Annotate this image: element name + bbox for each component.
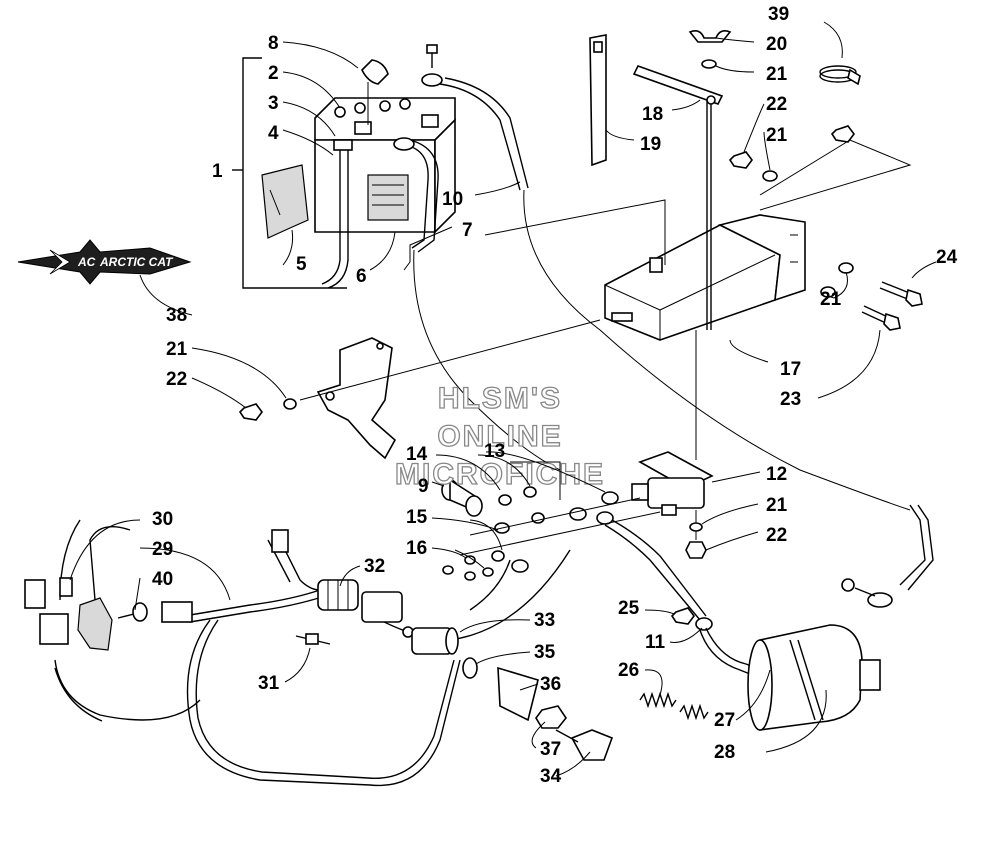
callout-21d: 21 — [166, 339, 188, 360]
callout-13: 13 — [484, 441, 505, 462]
callout-33: 33 — [534, 610, 555, 631]
nut — [728, 151, 753, 169]
callout-22a: 22 — [766, 94, 787, 115]
harness-plug — [317, 579, 414, 638]
washer — [838, 262, 854, 274]
callout-numbers: 1 2 3 4 5 6 7 8 9 10 11 12 13 14 15 16 1… — [152, 4, 958, 787]
callout-38: 38 — [166, 305, 187, 326]
callout-35: 35 — [534, 642, 556, 663]
mount-bracket — [299, 319, 601, 460]
watermark-line-1: HLSM'S — [438, 382, 562, 415]
callout-31: 31 — [258, 673, 280, 694]
starter-solenoid — [631, 330, 714, 540]
watermark: HLSM'S ONLINE MICROFICHE — [394, 381, 603, 491]
ignition-switch — [411, 627, 459, 655]
callout-39: 39 — [768, 4, 789, 25]
springs — [639, 691, 709, 721]
callout-22c: 22 — [766, 525, 787, 546]
switch-nut — [462, 657, 478, 679]
terminal-hardware — [442, 461, 661, 581]
nut — [685, 541, 707, 559]
ground-cable — [604, 519, 797, 691]
starter-motor — [747, 624, 881, 731]
callout-12: 12 — [766, 464, 787, 485]
battery — [314, 97, 456, 234]
callout-10: 10 — [442, 189, 463, 210]
ignition-key — [555, 729, 614, 761]
bolt-23 — [861, 305, 901, 331]
callout-21b: 21 — [766, 125, 788, 146]
callout-5: 5 — [296, 254, 307, 275]
relay-pad — [77, 597, 113, 651]
washer — [283, 398, 297, 410]
battery-tray — [604, 214, 806, 341]
arctic-cat-logo: AC ARCTIC CAT — [17, 239, 192, 285]
switch-collar — [535, 705, 567, 729]
callout-21e: 21 — [766, 495, 788, 516]
diode — [295, 633, 331, 645]
callout-18: 18 — [642, 104, 663, 125]
callout-16: 16 — [406, 538, 427, 559]
washer — [820, 286, 836, 298]
callout-25: 25 — [618, 598, 640, 619]
washer — [689, 522, 703, 532]
group-bracket — [232, 57, 347, 289]
callout-15: 15 — [406, 507, 428, 528]
wiring-harness — [54, 519, 571, 787]
callout-3: 3 — [268, 93, 279, 114]
callout-4: 4 — [268, 123, 279, 144]
callout-11: 11 — [645, 632, 666, 653]
callout-21c: 21 — [820, 289, 842, 310]
callout-34: 34 — [540, 766, 562, 787]
callout-30: 30 — [152, 509, 173, 530]
switch-plate — [497, 666, 539, 722]
washer — [762, 170, 778, 182]
callout-26: 26 — [618, 660, 639, 681]
wing-nut — [688, 30, 732, 43]
callout-7: 7 — [462, 220, 473, 241]
callout-23: 23 — [780, 389, 801, 410]
hold-down-bracket — [632, 65, 724, 105]
leader-lines — [69, 21, 937, 777]
callout-14: 14 — [406, 444, 428, 465]
nut — [670, 607, 695, 625]
screw-40 — [117, 602, 148, 622]
vent-tube — [321, 148, 341, 285]
callout-29: 29 — [152, 539, 173, 560]
callout-40: 40 — [152, 569, 173, 590]
logo-text: AC — [77, 255, 96, 269]
battery-pad — [261, 164, 309, 239]
callout-27: 27 — [714, 710, 735, 731]
callout-17: 17 — [780, 359, 801, 380]
callout-6: 6 — [356, 266, 367, 287]
callout-37: 37 — [540, 739, 561, 760]
nut — [830, 125, 855, 143]
positive-cable — [421, 44, 934, 608]
plug-connector — [161, 601, 193, 623]
fuse-cap — [441, 478, 483, 517]
vent-fitting — [333, 139, 353, 151]
callout-21a: 21 — [766, 64, 788, 85]
callout-22b: 22 — [166, 369, 187, 390]
callout-9: 9 — [418, 476, 429, 497]
strap — [589, 34, 607, 167]
watermark-line-2: ONLINE — [437, 420, 562, 453]
callout-2: 2 — [268, 63, 279, 84]
bolt-24 — [879, 281, 923, 307]
positive-boot — [361, 59, 389, 125]
callout-36: 36 — [540, 674, 561, 695]
hose-clamp — [819, 65, 861, 86]
callout-20: 20 — [766, 34, 787, 55]
spade-connector — [271, 529, 289, 553]
logo-subtext: ARCTIC CAT — [99, 255, 174, 269]
fuse-connector — [24, 577, 73, 645]
callout-19: 19 — [640, 134, 661, 155]
washer-top — [701, 59, 717, 69]
callout-28: 28 — [714, 742, 735, 763]
callout-24: 24 — [936, 247, 958, 268]
callout-32: 32 — [364, 556, 385, 577]
callout-8: 8 — [268, 33, 279, 54]
callout-1: 1 — [212, 161, 223, 182]
